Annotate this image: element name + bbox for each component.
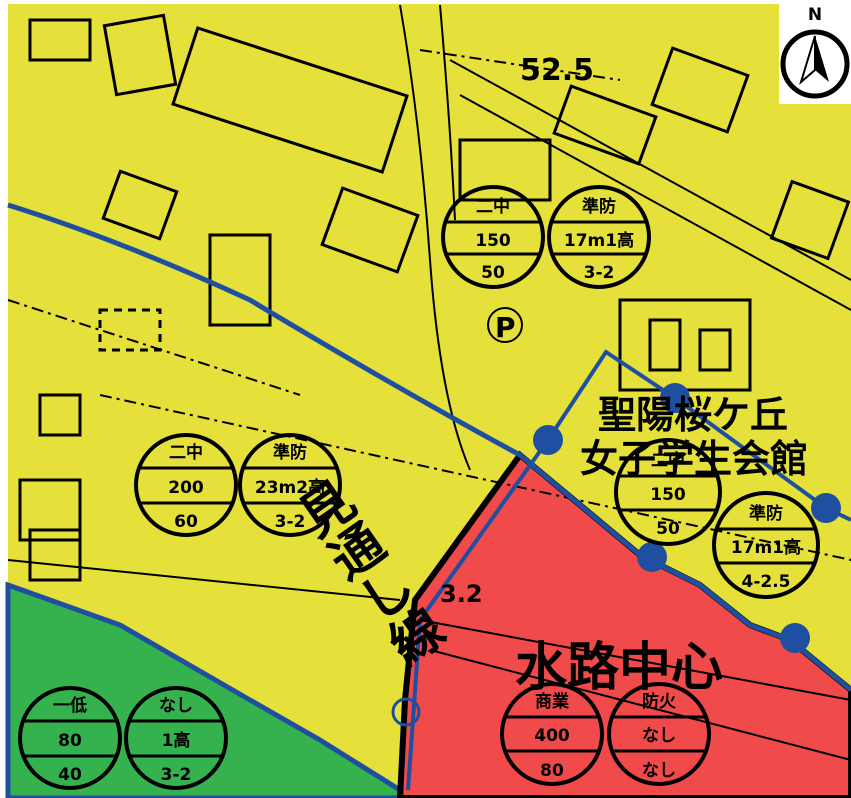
elevation-label-top: 52.5 (520, 53, 594, 88)
zone-b-wall: 3-2 (275, 512, 306, 532)
zoning-badge-fire-a: 準防 17m1高 3-2 (547, 185, 651, 289)
compass: N (779, 2, 851, 104)
zone-c-fire: 準防 (749, 503, 783, 524)
boundary-marker (533, 425, 563, 455)
zone-a-fire: 準防 (582, 196, 616, 217)
zone-d-bcr: 40 (58, 765, 82, 785)
zone-b-height: 23m2高 (255, 477, 325, 498)
district-name-label: 水路中心 (515, 638, 723, 698)
zone-e-use: 商業 (535, 691, 569, 712)
zoning-badge-use-c: 二中 150 50 (614, 438, 722, 546)
boundary-marker (660, 383, 690, 413)
zone-c-wall: 4-2.5 (742, 572, 791, 592)
zone-e-far: 400 (534, 726, 570, 746)
zone-b-fire: 準防 (273, 442, 307, 463)
zone-b-far: 200 (168, 478, 204, 498)
zone-e-bcr: 80 (540, 761, 564, 781)
zoning-badge-use-b: 二中 200 60 (134, 433, 238, 537)
zone-d-fire: なし (159, 696, 193, 716)
north-label: N (808, 5, 822, 25)
map-top-margin (0, 0, 851, 4)
zone-d-use: 一低 (53, 695, 87, 716)
zoning-badge-use-a: 二中 150 50 (441, 185, 545, 289)
zone-a-height: 17m1高 (564, 230, 634, 251)
low-rise-zone-area (5, 581, 403, 798)
zone-c-use: 二中 (651, 450, 685, 471)
zone-d-wall: 3-2 (161, 765, 192, 785)
zone-e-fire: 防火 (642, 691, 677, 712)
zoning-badge-fire-e: 防火 なし なし (607, 682, 711, 786)
boundary-marker (811, 493, 841, 523)
zone-a-far: 150 (475, 231, 511, 251)
zone-a-use: 二中 (476, 196, 510, 217)
zone-e-wall: なし (642, 761, 676, 781)
zone-c-bcr: 50 (656, 519, 680, 539)
boundary-markers (533, 383, 841, 653)
building-outlines (18, 13, 851, 582)
zone-d-far: 80 (58, 731, 82, 751)
zone-c-far: 150 (650, 485, 686, 505)
parking-icon (487, 307, 523, 343)
zone-b-bcr: 60 (174, 512, 198, 532)
zone-b-use: 二中 (169, 442, 203, 463)
boundary-marker (637, 542, 667, 572)
zone-d-height: 1高 (162, 730, 191, 751)
school-name-line1: 聖陽桜ケ丘 (598, 393, 788, 437)
zone-a-wall: 3-2 (584, 263, 615, 283)
boundary-marker (780, 623, 810, 653)
open-boundary-marker (391, 697, 421, 727)
map-left-margin (0, 0, 8, 798)
parking-symbol: P (495, 311, 516, 344)
school-name-line2: 女子学生会館 (580, 437, 808, 481)
zone-a-bcr: 50 (481, 263, 505, 283)
zoning-badge-fire-d: なし 1高 3-2 (124, 686, 228, 790)
north-arrow-icon: N (780, 5, 850, 99)
zoning-badge-fire-c: 準防 17m1高 4-2.5 (712, 491, 820, 599)
zoning-badge-use-d: 一低 80 40 (18, 686, 122, 790)
zone-e-height: なし (642, 726, 676, 746)
elevation-label-mid: 3.2 (440, 580, 483, 608)
zone-c-height: 17m1高 (731, 537, 801, 558)
zoning-badge-fire-b: 準防 23m2高 3-2 (238, 433, 342, 537)
zoning-badge-use-e: 商業 400 80 (500, 682, 604, 786)
